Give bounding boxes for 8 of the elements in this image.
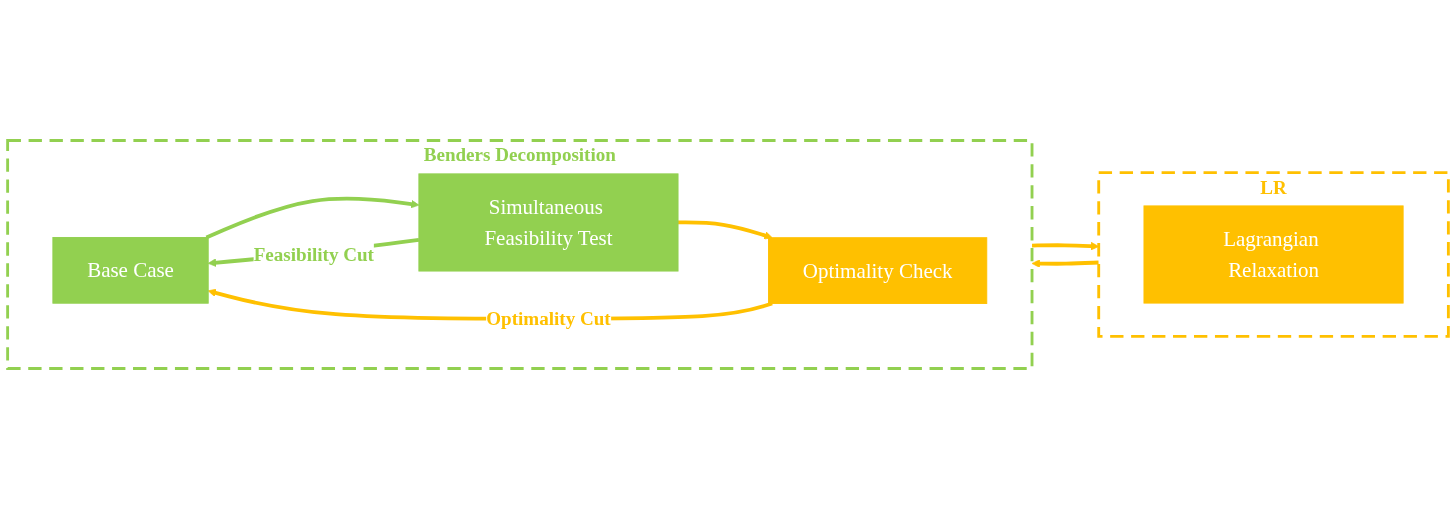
arrow: [678, 220, 773, 240]
arrow: [205, 196, 420, 240]
node-box: Optimality Check: [768, 237, 988, 304]
edge-label: Feasibility Cut: [253, 243, 374, 265]
node-box: Lagrangian Relaxation: [1143, 205, 1404, 304]
edge-label: Optimality Cut: [486, 308, 611, 330]
node-box: Base Case: [52, 237, 209, 304]
node-box: Simultaneous Feasibility Test: [418, 173, 679, 272]
